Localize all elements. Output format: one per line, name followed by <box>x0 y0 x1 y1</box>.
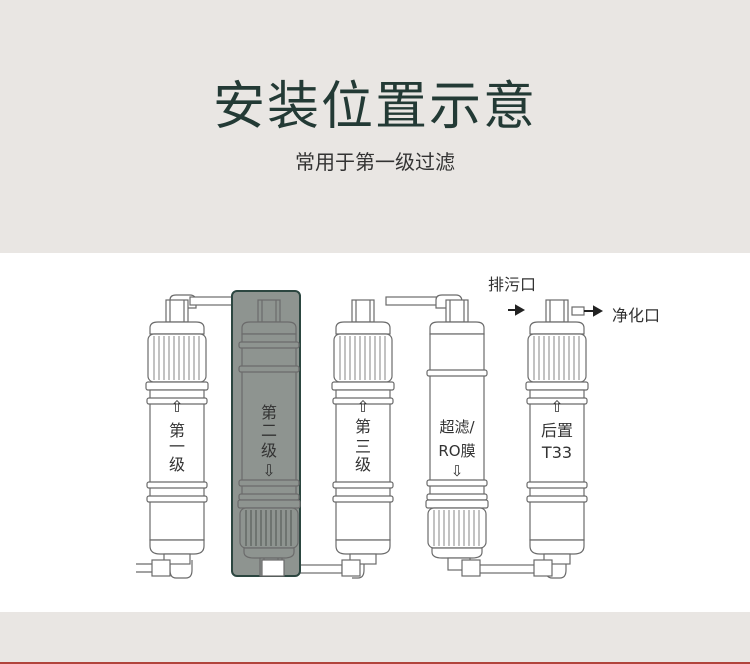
bottom-fittings <box>151 559 553 577</box>
purified-outlet-label: 净化口 <box>612 306 660 325</box>
filter-cartridge-3 <box>331 299 395 565</box>
drain-outlet-label: 排污口 <box>488 275 536 294</box>
stage-text: 第 <box>261 403 277 422</box>
stage-5-label: ⇧ 后置 T33 <box>541 397 573 462</box>
filter-cartridge-1 <box>145 299 209 565</box>
stage-text: T33 <box>541 443 572 462</box>
stage-arrow-down-icon: ⇩ <box>262 461 275 480</box>
stage-arrow-up-icon: ⇧ <box>170 397 183 416</box>
stage-1-label: ⇧ 第 一 级 <box>169 397 185 474</box>
stage-text: 级 <box>355 455 371 474</box>
page-subtitle: 常用于第一级过滤 <box>295 150 455 174</box>
header-band <box>0 0 750 253</box>
stage-text: 第 <box>169 421 185 440</box>
footer-band <box>0 612 750 664</box>
filter-cartridge-4 <box>425 299 489 571</box>
filter-cartridge-5 <box>525 299 589 565</box>
stage-text: 三 <box>355 437 371 456</box>
footer-accent-line <box>0 662 750 664</box>
stage-text: 后置 <box>541 421 573 440</box>
drain-outlet-arrow-icon <box>508 304 526 316</box>
stage-text: 二 <box>261 421 277 440</box>
stage-4-label: 超滤/ RO膜 ⇩ <box>438 418 475 480</box>
stage-arrow-up-icon: ⇧ <box>356 397 369 416</box>
stage-text: 一 <box>169 437 185 456</box>
page-title: 安装位置示意 <box>212 77 537 137</box>
stage-text: 第 <box>355 417 371 436</box>
stage-text: 超滤/ <box>439 418 475 436</box>
purified-outlet-arrow-icon <box>584 305 604 317</box>
stage-arrow-up-icon: ⇧ <box>550 397 563 416</box>
stage-3-label: ⇧ 第 三 级 <box>355 397 371 474</box>
stage-text: RO膜 <box>438 442 475 460</box>
stage-text: 级 <box>169 455 185 474</box>
stage-arrow-down-icon: ⇩ <box>451 462 464 480</box>
stage-text: 级 <box>261 441 277 460</box>
stage-2-label: 第 二 级 ⇩ <box>261 403 277 480</box>
